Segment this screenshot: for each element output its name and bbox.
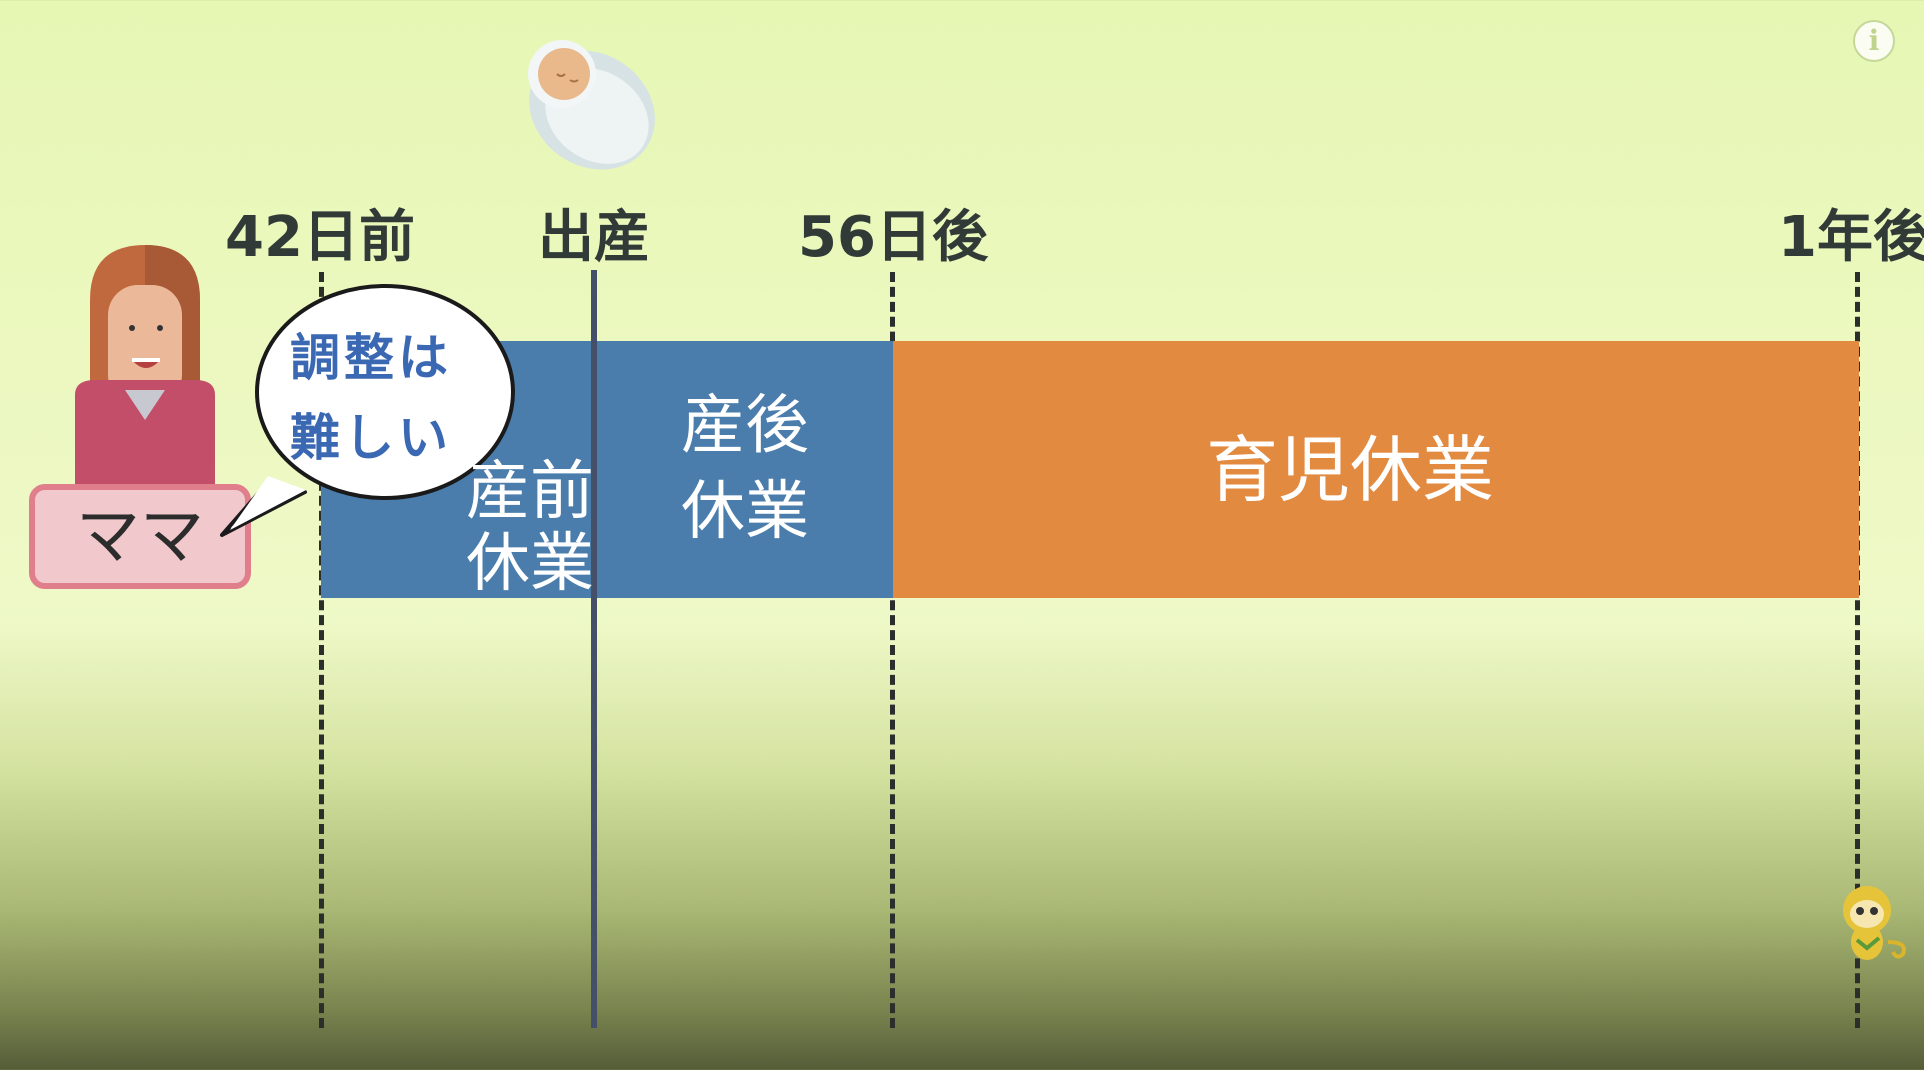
tick-line-1-year-after [1855, 272, 1860, 1028]
tick-label-1-year-after: 1年後 [1778, 205, 1924, 270]
bar-label-line: 産後 [681, 389, 809, 463]
bar-label-line: 産前 [466, 455, 594, 529]
bar-label-childcare: 育児休業 [1205, 428, 1495, 512]
tick-line-birth [591, 270, 597, 1028]
speech-line: 難しい [290, 409, 452, 467]
bar-label-line: 休業 [466, 527, 594, 601]
bar-label-prenatal: 産前 休業 [466, 456, 594, 600]
monkey-mascot-icon [1843, 886, 1906, 960]
mother-avatar [75, 245, 215, 490]
tick-label-56-days-after: 56日後 [798, 205, 988, 270]
speech-text: 調整は 難しい [290, 318, 452, 478]
speech-bubble [220, 284, 515, 537]
tick-label-42-days-before: 42日前 [225, 205, 415, 270]
name-label-mama: ママ [29, 484, 251, 589]
bar-childcare-leave [893, 341, 1859, 598]
speech-line: 調整は [290, 329, 452, 387]
bar-label-postnatal: 産後 休業 [681, 383, 809, 555]
bar-label-line: 休業 [681, 475, 809, 549]
tick-line-56-days-after [890, 272, 895, 1028]
baby-icon [528, 40, 655, 170]
tick-label-birth: 出産 [538, 205, 650, 270]
tick-line-42-days-before [319, 272, 324, 1028]
info-icon[interactable]: i [1853, 20, 1895, 62]
